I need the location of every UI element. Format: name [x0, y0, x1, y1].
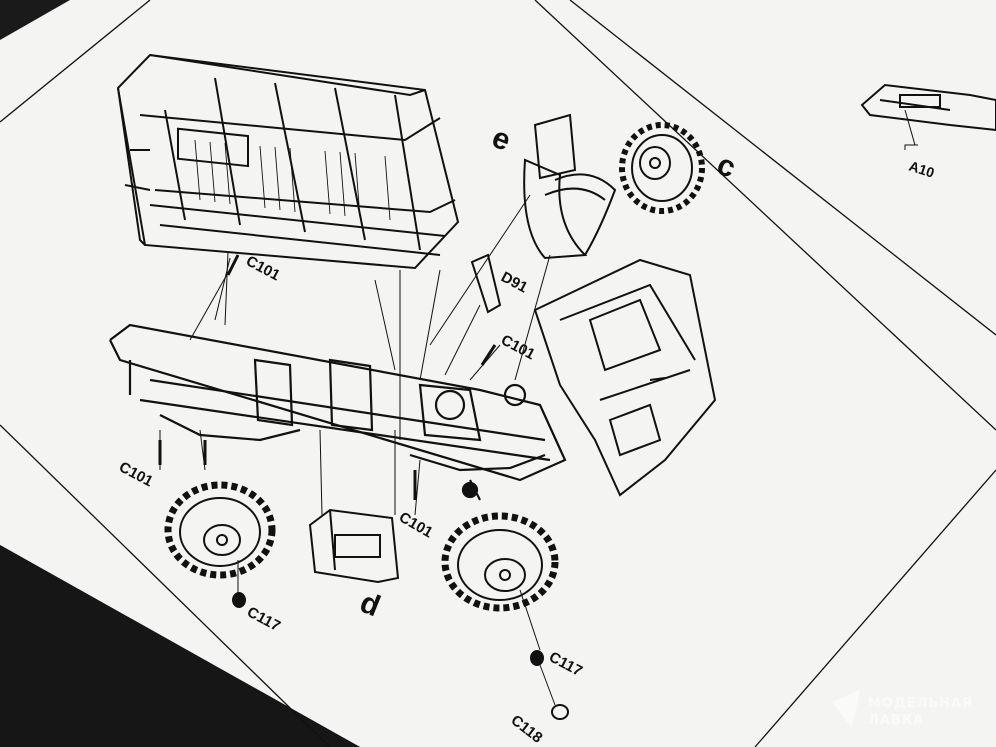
paper-shadow: [0, 545, 360, 747]
part-c117-left-icon: [232, 592, 246, 608]
part-c118-icon: [551, 704, 569, 720]
part-d91-diagram: [470, 253, 502, 314]
watermark-line1: МОДЕЛЬНАЯ: [868, 696, 973, 711]
watermark-logo-icon: [832, 690, 860, 728]
cargo-bed-planks: [194, 139, 391, 221]
part-c117-right-icon: [530, 650, 544, 666]
part-c101-pins: [158, 254, 497, 500]
part-a10-diagram: [860, 83, 996, 132]
cargo-bed-diagram: [116, 53, 460, 270]
label-a10: A10: [907, 158, 937, 181]
cab-diagram: [533, 258, 717, 497]
left-wheel-diagram: [164, 481, 276, 579]
leader-lines: [159, 109, 918, 706]
part-e-fender-diagram: [523, 113, 617, 260]
right-wheel-diagram: [441, 512, 559, 612]
watermark-logo: МОДЕЛЬНАЯ ЛАВКА: [832, 690, 973, 728]
part-c-spare-wheel-diagram: [619, 122, 705, 214]
watermark-line2: ЛАВКА: [868, 713, 924, 728]
part-d-box-diagram: [308, 508, 400, 584]
chassis-frame-diagram: [109, 323, 567, 501]
